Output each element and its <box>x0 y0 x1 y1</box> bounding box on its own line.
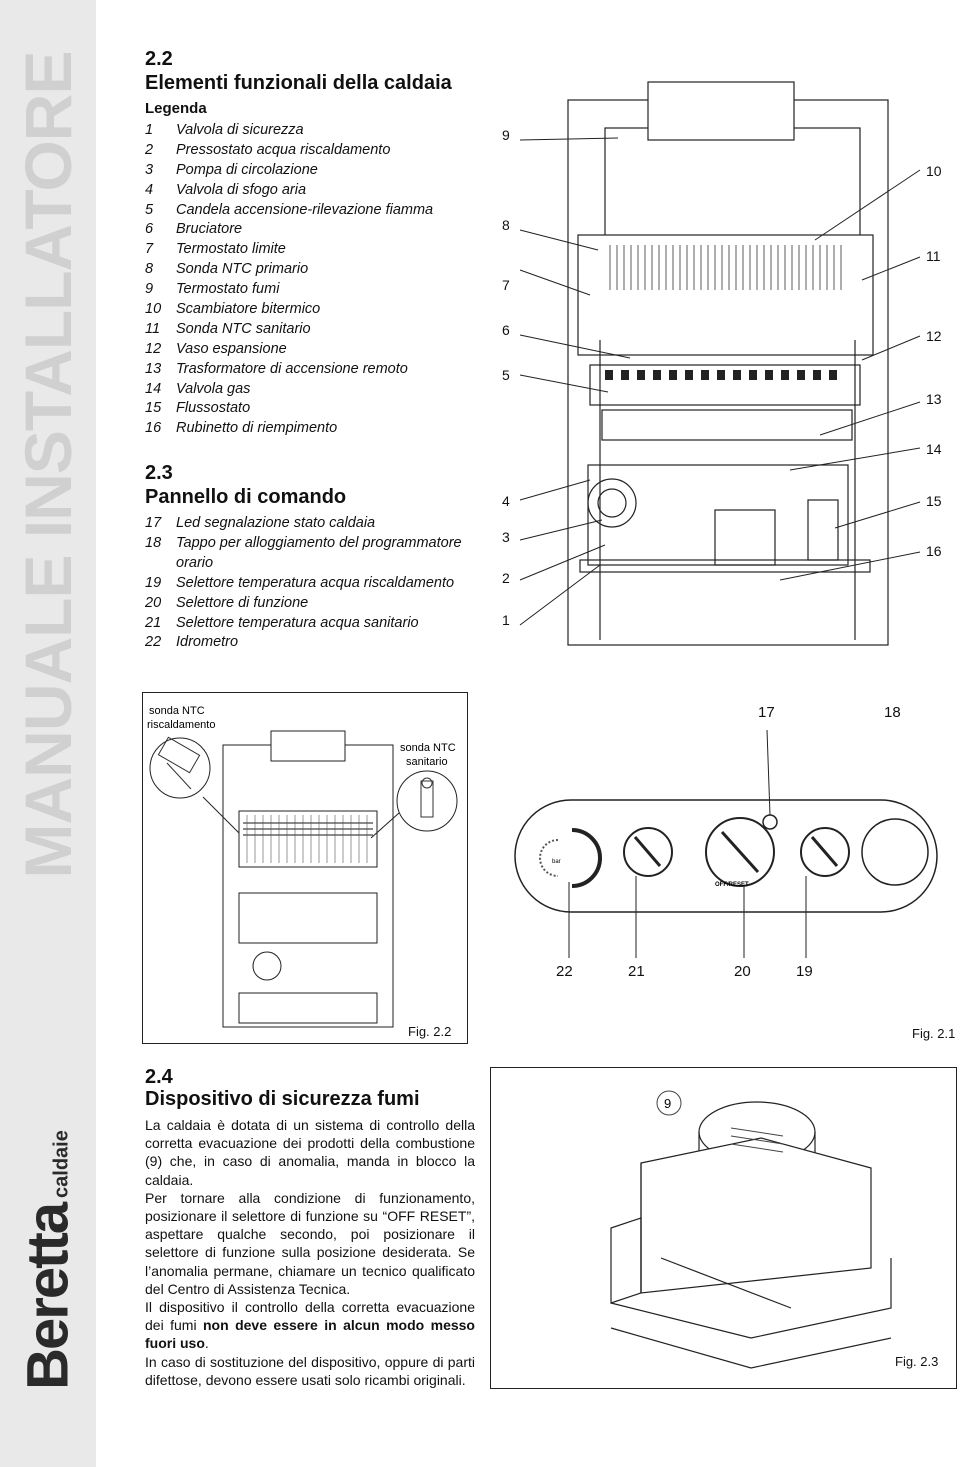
logo-brand: Beretta <box>15 1203 81 1390</box>
callout-4: 4 <box>502 493 510 509</box>
callout-13: 13 <box>926 391 942 407</box>
callout-lines <box>519 137 921 626</box>
callout-20: 20 <box>734 963 751 980</box>
figure-2-2-frame: sonda NTC riscaldamento sonda NTC sanita… <box>142 692 468 1044</box>
section-23-title: Pannello di comando <box>145 486 347 508</box>
panel-callout-labels: 17 18 22 21 20 19 <box>556 704 901 980</box>
callout-17: 17 <box>758 704 775 721</box>
heating-temp-knob <box>800 827 850 877</box>
dhw-temp-knob <box>623 827 673 877</box>
callout-2: 2 <box>502 570 510 586</box>
figure-2-1-drawing: 9 8 7 6 5 4 3 2 1 10 11 12 13 14 15 16 O… <box>502 81 942 980</box>
bar-label: bar <box>552 859 561 865</box>
ntc-heat-label-2: riscaldamento <box>147 719 215 731</box>
callout-12: 12 <box>926 328 942 344</box>
figure-2-1-caption: Fig. 2.1 <box>912 1026 956 1041</box>
callout-3: 3 <box>502 529 510 545</box>
callout-21: 21 <box>628 963 645 980</box>
sidebar: MANUALE INSTALLATORE Beretta caldaie <box>0 0 96 1467</box>
callout-15: 15 <box>926 493 942 509</box>
figure-2-3-drawing: 9 <box>610 1090 892 1369</box>
callout-22: 22 <box>556 963 573 980</box>
callout-11: 11 <box>926 248 941 264</box>
section-24-title: Dispositivo di sicurezza fumi <box>145 1088 420 1110</box>
logo-sub: caldaie <box>50 1130 73 1198</box>
section-23-number: 2.3 <box>145 462 173 484</box>
warning-bold: non deve essere in alcun modo messo fuor… <box>145 1317 475 1352</box>
callout-9-flue: 9 <box>664 1096 671 1111</box>
control-panel: OFF/RESET bar <box>514 799 938 913</box>
callout-6: 6 <box>502 322 510 338</box>
section-22-title: Elementi funzionali della caldaia <box>145 72 452 94</box>
timer-slot-cap <box>861 818 929 886</box>
ntc-dhw-label-2: sanitario <box>406 756 448 768</box>
callout-5: 5 <box>502 367 510 383</box>
callout-16: 16 <box>926 543 942 559</box>
callout-labels: 9 8 7 6 5 4 3 2 1 10 11 12 13 14 15 16 <box>502 127 942 628</box>
callout-19: 19 <box>796 963 813 980</box>
manual-title: MANUALE INSTALLATORE <box>11 51 85 879</box>
callout-7: 7 <box>502 277 510 293</box>
ntc-heat-label-1: sonda NTC <box>149 705 205 717</box>
section-24-text: La caldaia è dotata di un sistema di con… <box>145 1116 475 1389</box>
boiler-frame <box>567 81 889 646</box>
figure-2-3-caption: Fig. 2.3 <box>895 1354 939 1369</box>
legend-heading: Legenda <box>145 100 207 117</box>
figure-2-2-drawing: sonda NTC riscaldamento sonda NTC sanita… <box>147 705 458 1028</box>
figure-2-3-frame: 9 <box>490 1067 957 1389</box>
callout-14: 14 <box>926 441 942 457</box>
section-22-number: 2.2 <box>145 48 173 70</box>
callout-9: 9 <box>502 127 510 143</box>
heat-exchanger-fins <box>609 245 842 290</box>
callout-18: 18 <box>884 704 901 721</box>
beretta-logo: Beretta caldaie <box>15 1130 82 1390</box>
figure-2-2-caption: Fig. 2.2 <box>408 1024 452 1039</box>
callout-10: 10 <box>926 163 942 179</box>
paragraph: In caso di sostituzione del dispositivo,… <box>145 1353 475 1388</box>
section-24-number: 2.4 <box>145 1066 173 1088</box>
ntc-dhw-label-1: sonda NTC <box>400 742 456 754</box>
panel-callout-lines <box>568 729 807 958</box>
callout-1: 1 <box>502 612 510 628</box>
paragraph: Per tornare alla condizione di funzionam… <box>145 1189 475 1297</box>
off-reset-label: OFF/RESET <box>715 882 749 888</box>
function-selector-knob <box>705 817 775 887</box>
status-led <box>762 814 778 830</box>
paragraph: La caldaia è dotata di un sistema di con… <box>145 1117 475 1188</box>
burner-slots <box>605 370 837 380</box>
callout-8: 8 <box>502 217 510 233</box>
paragraph: Il dispositivo il controllo della corret… <box>145 1299 475 1352</box>
